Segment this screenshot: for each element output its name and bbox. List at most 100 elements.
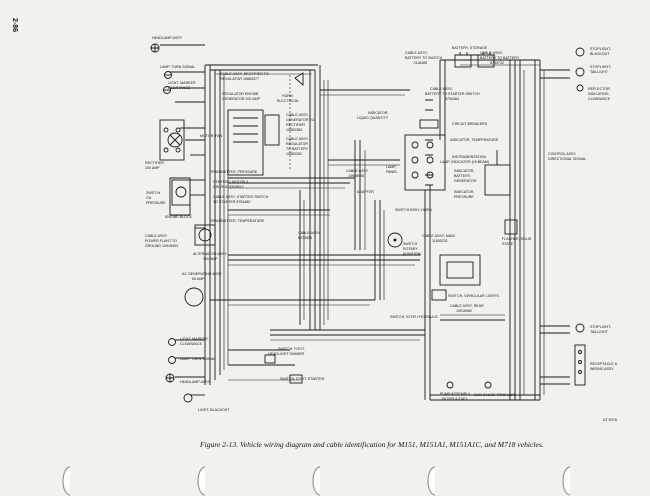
- label-stoplight-blackout-2: BLACKOUT: [590, 52, 610, 56]
- label-stoplight-blackout-1: STOPLIGHT-: [590, 47, 612, 51]
- label-switch-stop: SWITCH, STOP, HYDRAULIC: [390, 315, 439, 319]
- stoplight-taillight-bot-symbol: [575, 323, 585, 333]
- label-switch-rotary-1: SWITCH: [403, 242, 418, 246]
- label-indicator-liquid-1: INDICATOR,: [368, 111, 388, 115]
- label-cable-power-1: CABLE ASSY: [145, 234, 168, 238]
- label-cable-power-2: POWER PLANT TO: [145, 239, 177, 243]
- label-cable-rear-2: 10916982: [456, 309, 472, 313]
- label-regulator-2: GENERATOR 100 AMP: [222, 97, 261, 101]
- label-transmitter-temp: TRANSMITTER, TEMPERATURE: [210, 219, 265, 223]
- label-reflector-2: INDICATING,: [588, 92, 610, 96]
- label-headlamp-top: HEADLAMP ASSY: [152, 36, 183, 40]
- label-motor-fan: MOTOR, FAN: [200, 134, 223, 138]
- label-light-marker-bot-2: CLEARANCE: [180, 342, 203, 346]
- label-flasher-1: FLASHER, SOLID: [502, 237, 532, 241]
- label-switch-rotary-3: (IGNITION): [403, 252, 421, 256]
- label-receptacle-1: RECEPTACLE &: [590, 362, 618, 366]
- label-cable-rectifier-1: CABLE ASSY, RECTIFIER TO: [220, 72, 269, 76]
- label-indicator-battery-3: GENERATOR: [454, 179, 477, 183]
- stoplight-blackout-symbol: [575, 47, 585, 57]
- label-cable-batt-starter-3: 8754484: [445, 97, 459, 101]
- label-rectifier-1: RECTIFIER: [145, 161, 164, 165]
- fuel-pump-symbol: [446, 381, 454, 389]
- label-light-marker-top-2: CLEARANCE: [168, 86, 191, 90]
- gas-gauge-symbol: [484, 381, 492, 389]
- label-cable-10928995-1: CABLE ASSY: [346, 169, 369, 173]
- label-cable-batt-batt-1: CABLE ASSY,: [480, 51, 503, 55]
- label-cable-rectifier-2: REGULATOR 10883377: [220, 77, 259, 81]
- binder-holes: [62, 466, 571, 496]
- label-engine-block: ENGINE BLOCK: [165, 215, 193, 219]
- headlamp-bot-symbol: [165, 373, 175, 383]
- starting-motor-symbol: [171, 179, 191, 206]
- label-horn-1: HORN: [282, 94, 293, 98]
- receptacle-symbol: [574, 344, 586, 386]
- label-alternator-1: ALTERNATOR ASSY: [193, 252, 228, 256]
- label-indicator-pressure-2: PRESSURE: [454, 195, 474, 199]
- label-adapter: ADAPTER: [357, 190, 374, 194]
- label-cable-batt-sw-2: BATTERY TO SWITCH: [405, 56, 443, 60]
- rotary-switch-symbol: [387, 232, 403, 248]
- label-headlamp-bot: HEADLAMP ASSY: [180, 380, 211, 384]
- label-cable-assy-main-1: CABLE ASSY, MAIN: [422, 234, 455, 238]
- label-switch-foot-dimmer-2: HEADLIGHT DIMMER: [268, 352, 304, 356]
- alternator-symbol: [194, 224, 216, 246]
- label-cable-starter-1: CABLE ASSY, STARTER SWITCH: [213, 195, 269, 199]
- label-light-blackout: LIGHT, BLACKOUT: [198, 408, 230, 412]
- label-switch-oil-3: PRESSURE: [146, 201, 166, 205]
- label-ac-gen-2: 60 AMP: [192, 277, 205, 281]
- label-cable-batt-starter-1: CABLE ASSY,: [430, 87, 453, 91]
- label-stoplight-taillight-bot-1: STOPLIGHT-: [590, 325, 612, 329]
- label-indicator-liquid-2: LIQUID QUANTITY: [357, 116, 389, 120]
- label-switch-oil-1: SWITCH: [146, 191, 161, 195]
- dimmer-switch-symbol: [264, 354, 276, 364]
- label-cable-gen-reg-3: RECTIFIER: [286, 123, 305, 127]
- label-cable-reg-batt-2: REGULATOR: [286, 142, 308, 146]
- label-light-marker-top-1: LIGHT, MARKER: [168, 81, 196, 85]
- label-light-marker-bot-1: LIGHT, MARKER,: [180, 337, 209, 341]
- directional-control-symbol: [484, 150, 511, 196]
- label-cable-batt-batt-2: BATTERY TO BATTERY: [480, 56, 520, 60]
- label-control-dir-1: CONTROL ASSY,: [548, 152, 576, 156]
- label-cable-assy-main-2: 11600231: [432, 239, 448, 243]
- label-stoplight-taillight-top-1: STOPLIGHT-: [590, 65, 612, 69]
- lamp-turn-top-symbol: [164, 71, 172, 79]
- label-rectifier-2: 100 AMP: [145, 166, 160, 170]
- label-flasher-2: STATE: [502, 242, 514, 246]
- label-starting-motor-1: STARTING MOTOR &: [213, 180, 249, 184]
- circuit-breakers-symbol: [419, 119, 439, 129]
- label-cable-power-3: GROUND 10916993: [145, 244, 178, 248]
- label-switch-foot-starter: SWITCH, FOOT, STARTER: [280, 377, 325, 381]
- stoplight-taillight-top-symbol: [575, 67, 585, 77]
- label-cable-reg-batt-3: TO BATTERY: [286, 147, 309, 151]
- labels: HEADLAMP ASSY LAMP, TURN SIGNAL LIGHT, M…: [145, 36, 618, 412]
- label-cable-reg-batt-4: 10883381: [286, 152, 302, 156]
- label-cable-rear-1: CABLE ASSY, REAR: [450, 304, 484, 308]
- label-pump-2: FILTER & FUEL: [442, 397, 468, 401]
- label-ac-gen-1: AC GENERATING ASSY: [182, 272, 222, 276]
- label-circuit-breakers: CIRCUIT BREAKERS: [452, 122, 488, 126]
- label-reflector-1: REFLECTOR,: [588, 87, 611, 91]
- label-starting-motor-2: DRIVE ASSEMBLY: [213, 185, 244, 189]
- instrument-cluster-symbol: [404, 134, 446, 191]
- regulator-symbol: [227, 109, 280, 176]
- motor-fan-symbol: [167, 132, 183, 148]
- label-switch-assy-horn: SWITCH ASSY, HORN: [395, 208, 432, 212]
- label-reflector-3: CLEARANCE: [588, 97, 611, 101]
- label-lamp-turn-top: LAMP, TURN SIGNAL: [160, 65, 195, 69]
- figure-caption: Figure 2-13. Vehicle wiring diagram and …: [199, 440, 544, 449]
- ac-generator-symbol: [184, 287, 204, 307]
- label-lamp-turn-bot: LAMP, TURN SIGNAL: [180, 357, 215, 361]
- label-receptacle-2: WIRING ASSY: [590, 367, 614, 371]
- label-cable-batt-sw-3: 7418485: [413, 61, 427, 65]
- label-indicator-temp: INDICATOR, TEMPERATURE: [450, 138, 499, 142]
- label-switch-rotary-2: ROTARY: [403, 247, 418, 251]
- reflector-symbol: [576, 84, 584, 92]
- horn-symbol: [294, 72, 304, 86]
- label-regulator-1: REGULATOR ENGINE: [222, 92, 259, 96]
- label-alternator-2: 100 AMP: [203, 257, 218, 261]
- label-battery-storage: BATTERY, STORAGE: [452, 46, 488, 50]
- label-cable-batt-sw-1: CABLE ASSY,: [405, 51, 428, 55]
- light-blackout-symbol: [183, 393, 193, 403]
